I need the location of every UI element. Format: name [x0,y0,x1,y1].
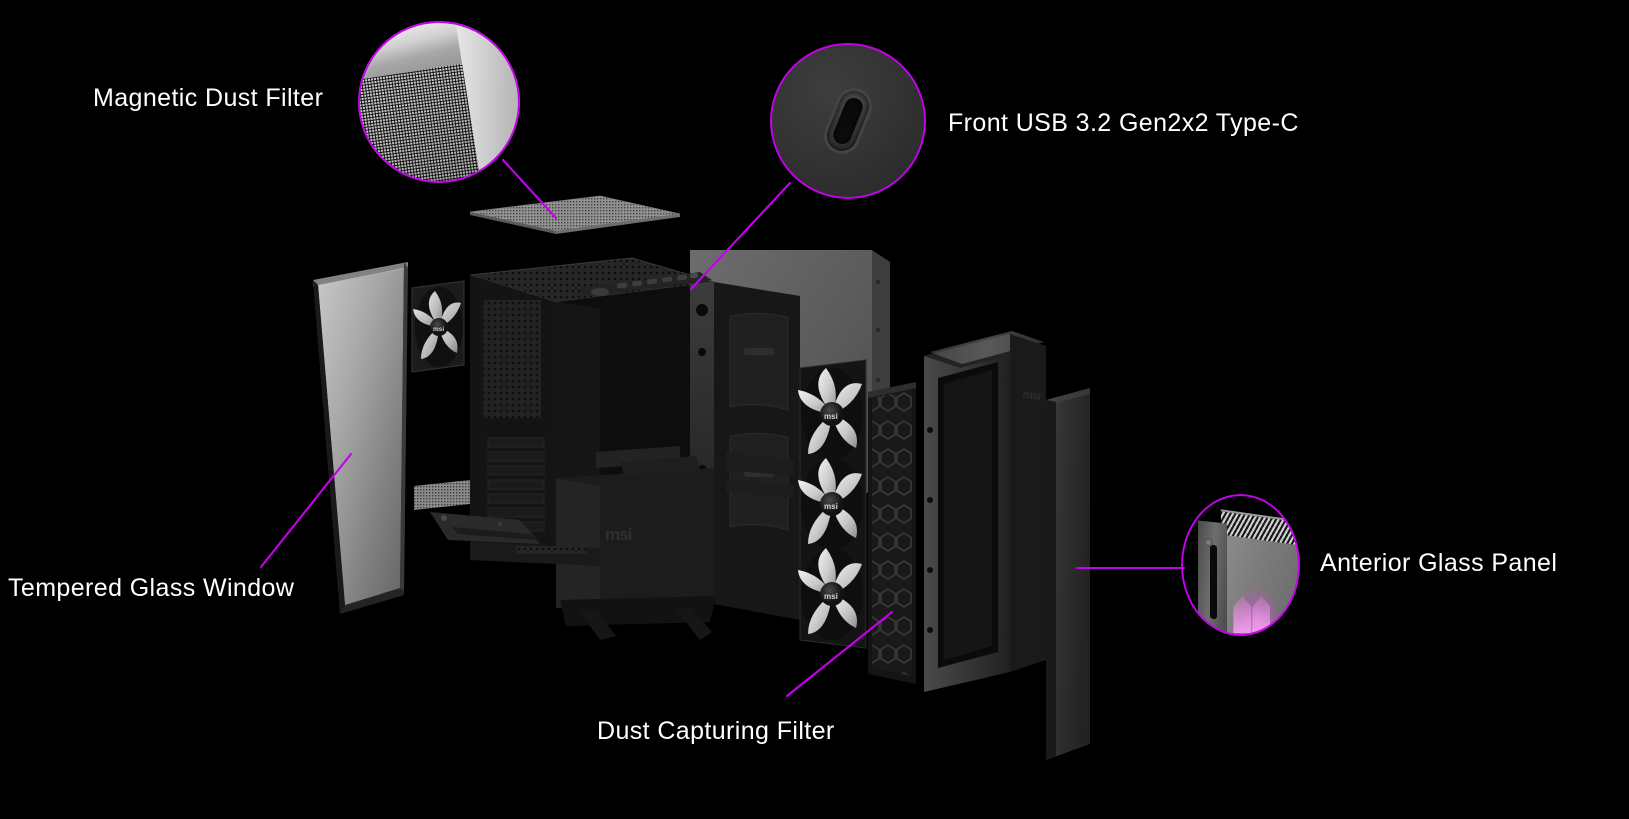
magnifier-front-usb-type-c [770,43,926,199]
svg-text:msi: msi [605,525,632,544]
callout-label-front-usb-type-c: Front USB 3.2 Gen2x2 Type-C [948,109,1299,137]
magnifier-anterior-glass-panel [1181,494,1300,636]
svg-text:msi: msi [824,412,838,421]
magnifier-magnetic-dust-filter [358,21,520,183]
leader-dust-capturing-filter [785,610,894,698]
part-chassis: msi [414,257,800,640]
magnifier-2-ring [770,43,926,199]
part-rear-fan: msi [411,280,465,373]
part-front-dust-filter [868,382,916,684]
svg-text:msi: msi [824,502,838,511]
svg-text:msi: msi [433,326,444,333]
part-front-fans: msi msi msi [798,359,867,649]
part-top-dust-filter [469,195,681,234]
part-motherboard-tray [690,250,890,520]
callout-label-dust-capturing-filter: Dust Capturing Filter [597,717,835,745]
magnifier-1-ring [358,21,520,183]
svg-text:msi: msi [824,592,838,601]
part-tempered-glass-window [313,262,408,614]
callout-label-magnetic-dust-filter: Magnetic Dust Filter [93,84,324,112]
leader-tempered-glass-window [259,452,353,569]
magnifier-3-ring [1181,494,1300,636]
part-front-glass-panel [1046,388,1090,760]
callout-label-anterior-glass-panel: Anterior Glass Panel [1320,549,1558,577]
callout-label-tempered-glass-window: Tempered Glass Window [8,574,295,602]
part-front-frame: msi [924,331,1046,692]
svg-text:msi: msi [1022,387,1042,403]
